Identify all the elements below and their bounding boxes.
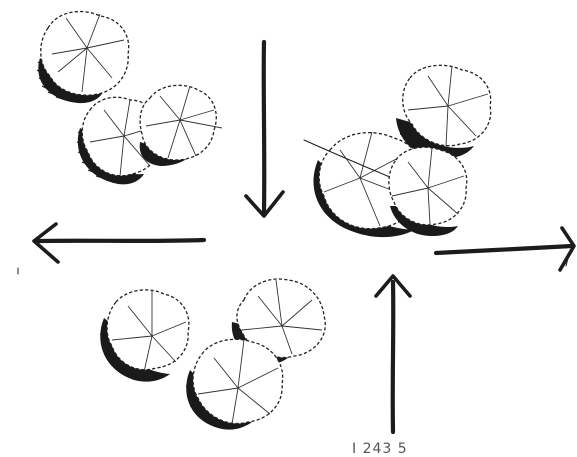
tree-top-left-upper xyxy=(37,12,129,104)
arrow-down-shaft xyxy=(264,42,265,212)
tree-bottom-left xyxy=(100,290,189,382)
arrow-right-shaft xyxy=(436,246,572,253)
canopy-outline xyxy=(107,290,189,370)
canopy-outline xyxy=(140,85,216,160)
figure-caption: I 243 5 xyxy=(352,441,408,457)
arrow-left xyxy=(34,224,204,262)
arrow-right xyxy=(436,228,574,270)
arrow-left-shaft xyxy=(36,240,204,241)
arrow-up xyxy=(376,276,410,432)
canopy-outline xyxy=(193,339,283,423)
tree-top-right-lower-right xyxy=(389,147,467,236)
arrow-down xyxy=(246,42,283,216)
arrow-left-head xyxy=(34,224,58,262)
tree-top-right-upper xyxy=(396,65,491,158)
tree-top-left-lower-b xyxy=(140,85,222,166)
tree-bottom-right-lower xyxy=(186,339,283,429)
arrow-up-shaft xyxy=(393,282,394,432)
